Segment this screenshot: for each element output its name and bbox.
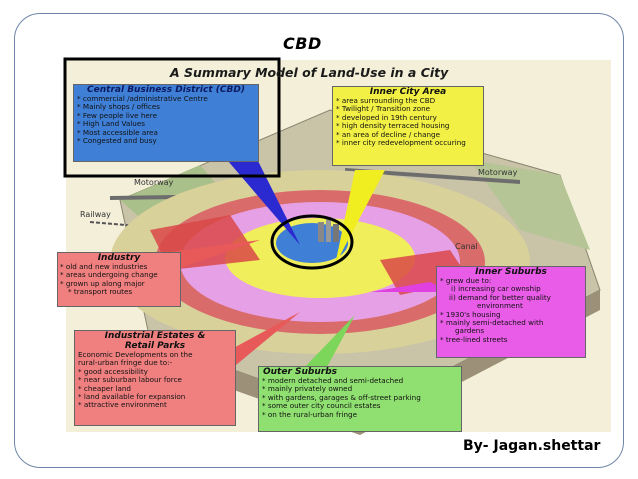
industrial-estates-item: near suburban labour force (78, 375, 235, 384)
pointer-industry (170, 240, 260, 268)
cbd-item: commercial /administrative Centre (77, 94, 258, 103)
industrial-estates-item: cheaper land (78, 384, 235, 393)
inner-suburbs-item: mainly semi-detached with (440, 318, 585, 327)
industrial-estates-title-line1: Industrial Estates & (104, 331, 206, 341)
industrial-estates-intro: rural-urban fringe due to:- (78, 358, 173, 368)
pointer-cbd (210, 140, 300, 245)
inner-city-item: Twilight / Transition zone (336, 104, 483, 113)
inner-city-item: high density terraced housing (336, 121, 483, 130)
outer-suburbs-box-title: Outer Suburbs (263, 367, 338, 377)
industry-item: old and new industries (60, 262, 180, 271)
slide-title: CBD (283, 34, 322, 53)
inner-city-item: developed in 19th century (336, 113, 483, 122)
canal-label: Canal (455, 242, 478, 251)
inner-suburbs-item: 1930's housing (440, 310, 585, 319)
inner-suburbs-intro: grew due to: (440, 276, 585, 285)
industrial-estates-item: good accessibility (78, 367, 235, 376)
industrial-estates-intro: Economic Developments on the (78, 350, 193, 359)
industry-box-title: Industry (97, 253, 141, 263)
cbd-item: Mainly shops / offices (77, 102, 258, 111)
cbd-building (326, 218, 331, 242)
author-credit: By- Jagan.shettar (463, 438, 601, 454)
cbd-item: Congested and busy (77, 136, 258, 145)
outer-suburbs-item: with gardens, garages & off-street parki… (262, 393, 461, 402)
industry-item: transport routes (60, 287, 180, 296)
cbd-building (318, 222, 324, 242)
inner-city-box-title: Inner City Area (369, 87, 447, 97)
industrial-estates-item: attractive environment (78, 401, 235, 410)
industry-item: grown up along major (60, 279, 180, 288)
pointer-inner-suburbs (370, 282, 450, 292)
diagram-heading: A Summary Model of Land-Use in a City (170, 65, 449, 80)
inner-city-item: inner city redevelopment occuring (336, 138, 483, 147)
inner-suburbs-box: Inner Suburbs grew due to: i) increasing… (436, 266, 586, 358)
outer-suburbs-item: on the rural-urban fringe (262, 410, 461, 419)
inner-city-item: an area of decline / change (336, 130, 483, 139)
cbd-item: High Land Values (77, 119, 258, 128)
slide-frame (14, 13, 624, 468)
railway-label: Railway (80, 210, 111, 219)
industrial-estates-title-line2: Retail Parks (124, 341, 186, 351)
cbd-building (333, 224, 339, 242)
outer-suburbs-item: modern detached and semi-detached (262, 376, 461, 385)
outer-suburbs-item: some outer city council estates (262, 401, 461, 410)
cbd-box-title: Central Business District (CBD) (87, 85, 245, 95)
inner-suburbs-reason: i) increasing car ownship (451, 284, 541, 294)
motorway-label-left: Motorway (134, 178, 174, 187)
inner-suburbs-item: tree-lined streets (440, 335, 585, 344)
outer-suburbs-item: mainly privately owned (262, 384, 461, 393)
cbd-item: Most accessible area (77, 128, 258, 137)
industry-box: Industry old and new industries areas un… (57, 252, 181, 307)
industry-item: areas undergoing change (60, 270, 180, 279)
pointer-outer-suburbs (300, 315, 355, 380)
industrial-estates-item: land available for expansion (78, 392, 235, 401)
outer-suburbs-box: Outer Suburbs modern detached and semi-d… (258, 366, 462, 432)
cbd-highlight-ring (270, 214, 354, 270)
pointer-industrial-estates (215, 312, 300, 370)
inner-suburbs-reason: ii) demand for better quality (449, 292, 551, 302)
cbd-item: Few people live here (77, 111, 258, 120)
inner-city-box: Inner City Area area surrounding the CBD… (332, 86, 484, 166)
cbd-highlight-frame (63, 57, 281, 178)
cbd-box: Central Business District (CBD) commerci… (73, 84, 259, 162)
industrial-estates-box: Industrial Estates & Retail Parks Econom… (74, 330, 236, 426)
inner-suburbs-item-continued: gardens (455, 326, 485, 336)
pointer-inner-city (335, 170, 385, 265)
inner-city-item: area surrounding the CBD (336, 96, 483, 105)
inner-suburbs-box-title: Inner Suburbs (475, 267, 547, 277)
inner-suburbs-reason: environment (477, 301, 523, 311)
motorway-label-right: Motorway (478, 168, 518, 177)
